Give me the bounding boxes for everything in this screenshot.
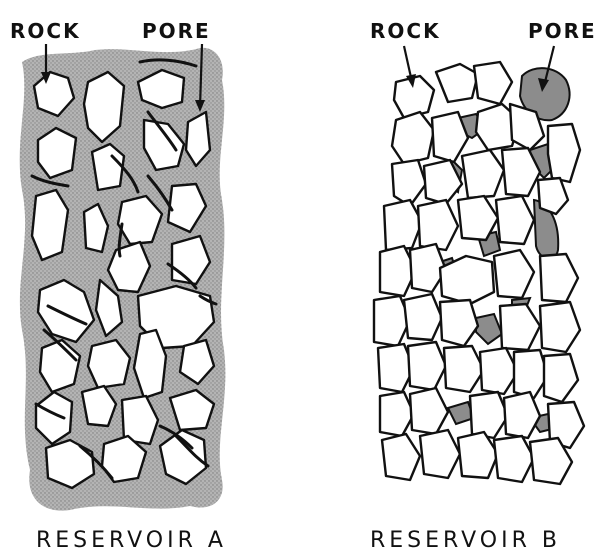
reservoir-b-caption: RESERVOIR B — [370, 528, 561, 553]
reservoir-b-rock-label: ROCK — [370, 19, 441, 43]
reservoir-a-rock-label: ROCK — [10, 19, 81, 43]
reservoir-a-pore-label: PORE — [142, 19, 211, 43]
reservoir-a-caption: RESERVOIR A — [36, 528, 227, 553]
reservoir-b-grains — [374, 62, 584, 484]
reservoir-b: ROCK PORE RESERVOIR B — [370, 19, 597, 553]
reservoir-b-pore-label: PORE — [528, 19, 597, 43]
reservoir-a: ROCK PORE RESERVOIR A — [10, 19, 227, 553]
